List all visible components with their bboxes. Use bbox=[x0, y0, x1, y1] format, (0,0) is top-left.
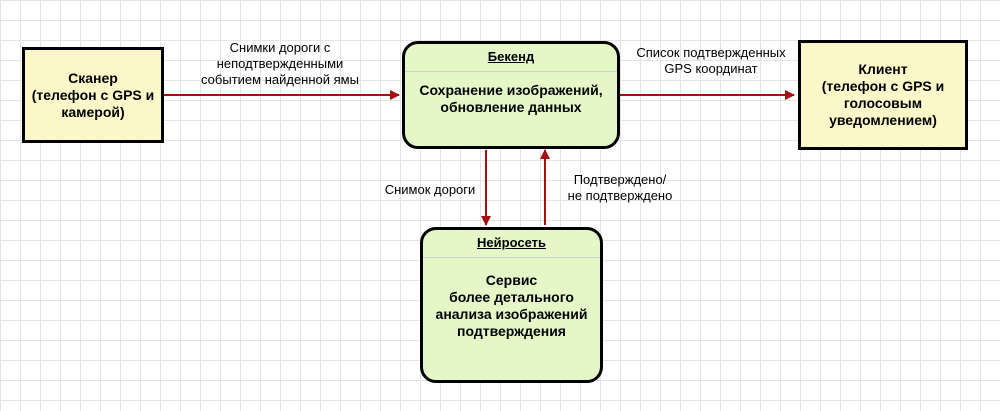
neural-body: Сервис более детального анализа изображе… bbox=[435, 272, 588, 339]
scanner-label: Сканер (телефон с GPS и камерой) bbox=[31, 69, 155, 120]
edge-label-neural-to-backend: Подтверждено/ не подтверждено bbox=[567, 172, 673, 203]
edge-label-scanner-to-backend: Снимки дороги с неподтвержденными событи… bbox=[201, 40, 359, 87]
client-node[interactable]: Клиент (телефон с GPS и голосовым уведом… bbox=[798, 40, 968, 150]
backend-node[interactable]: Бекенд Сохранение изображений, обновлени… bbox=[402, 41, 620, 149]
backend-title: Бекенд bbox=[405, 44, 617, 72]
backend-body: Сохранение изображений, обновление данны… bbox=[419, 82, 603, 115]
neural-title: Нейросеть bbox=[423, 230, 600, 258]
edge-label-backend-to-neural: Снимок дороги bbox=[384, 182, 476, 197]
neural-node[interactable]: Нейросеть Сервис более детального анализ… bbox=[420, 227, 603, 383]
edge-label-backend-to-client: Список подтвержденных GPS координат bbox=[636, 45, 786, 76]
scanner-node[interactable]: Сканер (телефон с GPS и камерой) bbox=[22, 47, 164, 143]
client-label: Клиент (телефон с GPS и голосовым уведом… bbox=[821, 61, 945, 128]
